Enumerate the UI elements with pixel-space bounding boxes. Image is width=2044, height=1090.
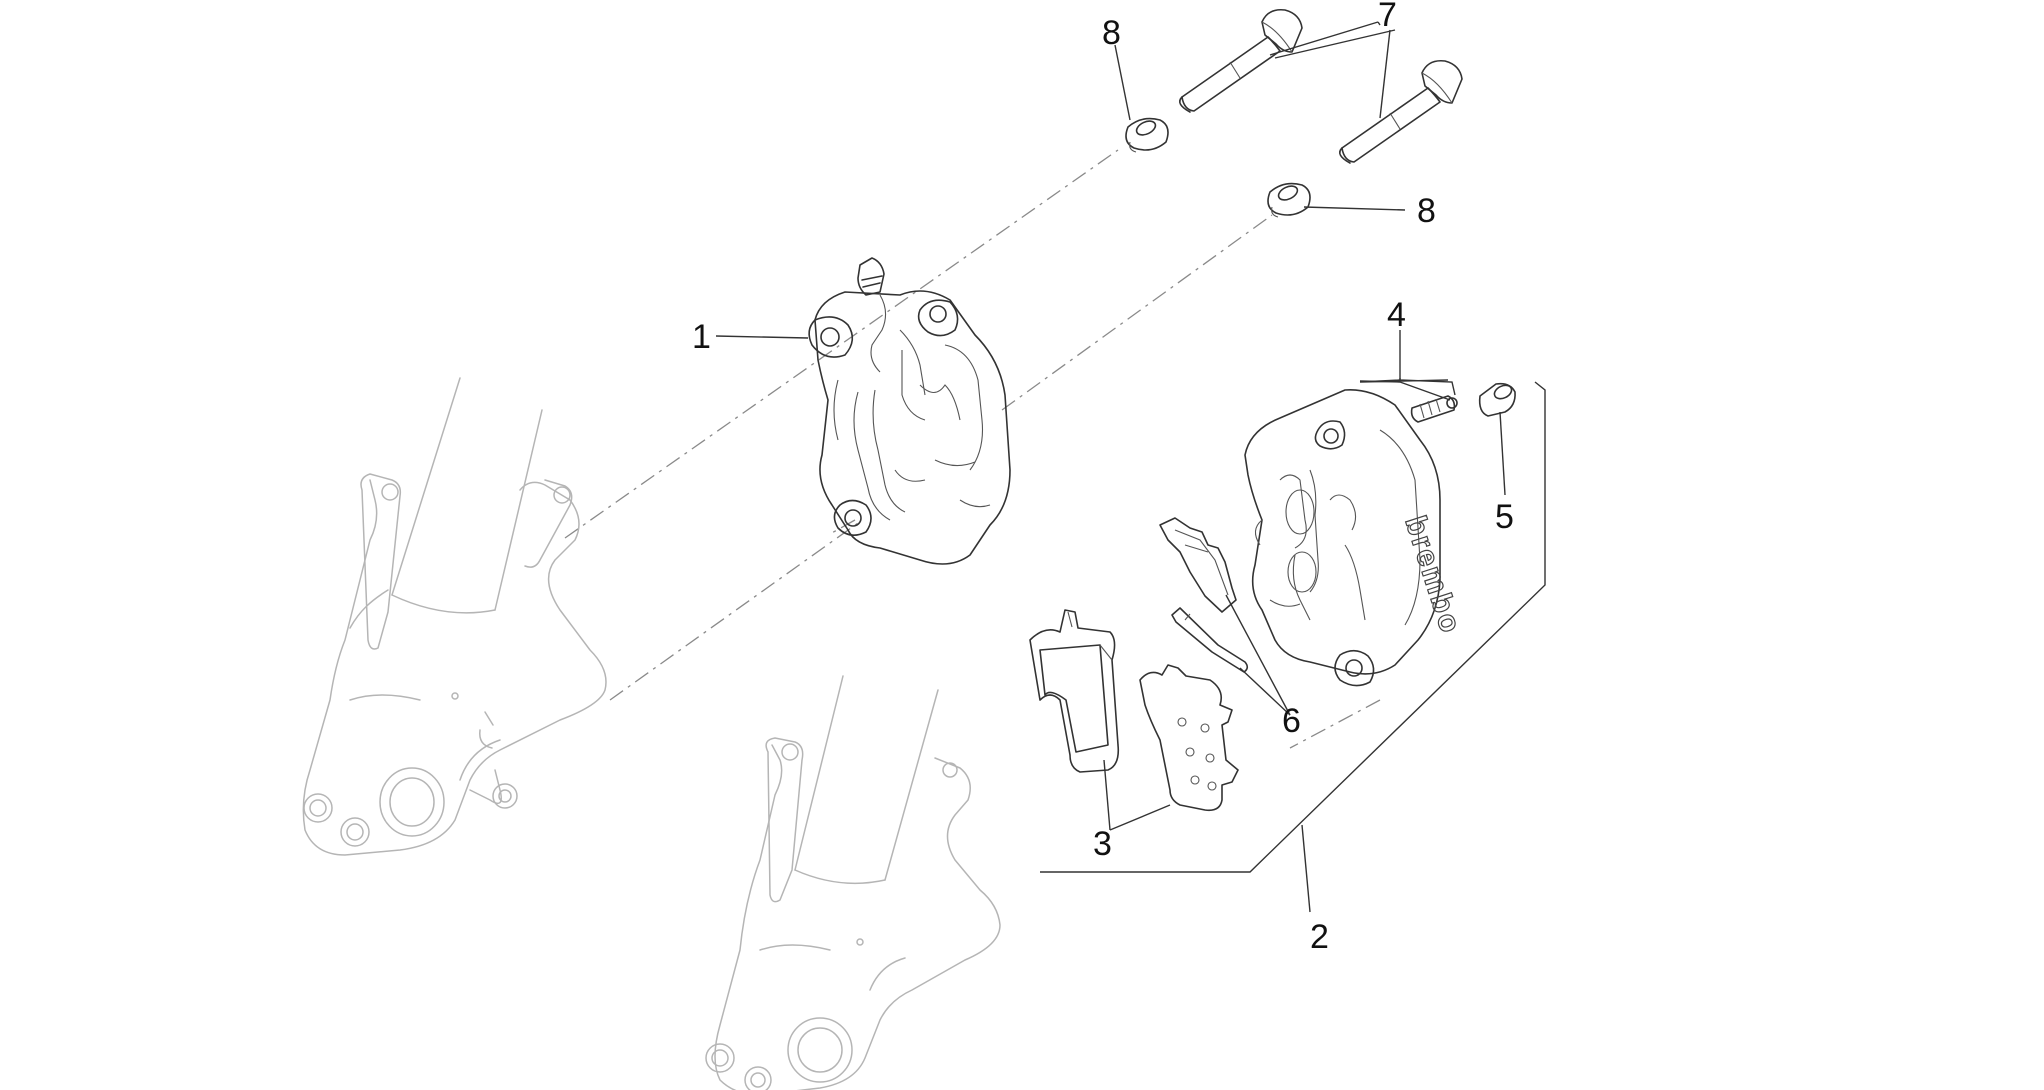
bleed-screw <box>1410 395 1458 423</box>
fork-leg-left <box>302 377 607 856</box>
assembly-axis-lines <box>564 149 1381 749</box>
pad-spring <box>1159 517 1237 613</box>
washer-lower <box>1267 182 1311 218</box>
callout-5: 5 <box>1495 498 1514 536</box>
callout-6: 6 <box>1282 702 1301 740</box>
fork-leg-right <box>705 675 1001 1090</box>
callout-7: 7 <box>1378 0 1397 34</box>
pad-pin <box>1171 607 1249 673</box>
callout-2: 2 <box>1310 918 1329 956</box>
callout-3: 3 <box>1093 825 1112 863</box>
callout-4: 4 <box>1387 296 1406 334</box>
callout-8-lower: 8 <box>1417 192 1436 230</box>
mounting-bolt-lower <box>1339 59 1463 164</box>
brake-caliper-main <box>808 257 1011 565</box>
leader-lines <box>715 21 1546 913</box>
washer-upper <box>1125 117 1169 153</box>
callout-8-upper: 8 <box>1102 14 1121 52</box>
bleed-cap <box>1478 382 1516 417</box>
mounting-bolt-upper <box>1179 8 1303 113</box>
callout-labels: 1 2 3 4 5 6 7 8 8 <box>692 0 1514 956</box>
callout-1: 1 <box>692 318 711 356</box>
brake-pad-rear <box>1029 609 1120 773</box>
brake-caliper-spare: brembo <box>1244 388 1468 687</box>
brake-pad-front <box>1139 664 1239 812</box>
